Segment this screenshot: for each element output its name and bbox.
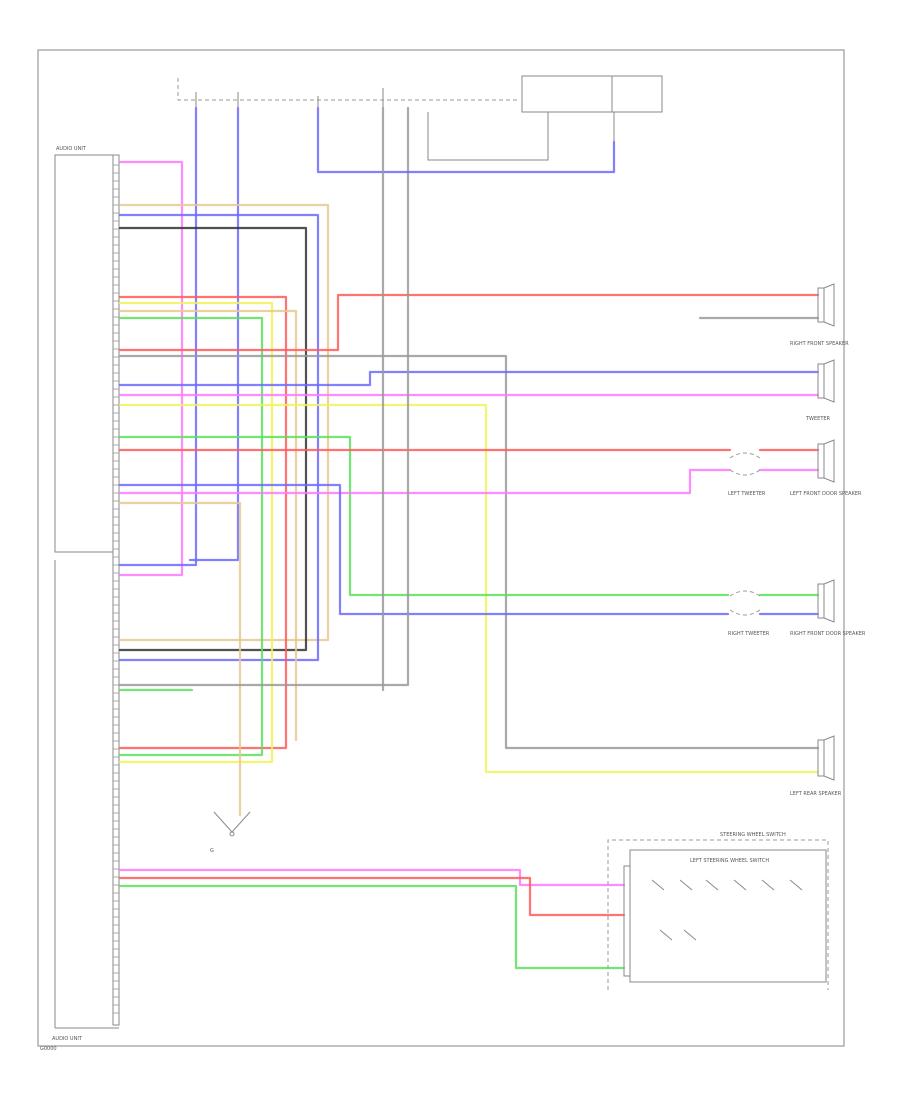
speaker-connector [817,363,825,399]
switch-connector [623,865,631,977]
switch-contact [733,879,747,891]
audio-unit-upper-block [54,154,114,553]
switch-contacts [651,879,803,941]
speaker-body [823,735,835,781]
speaker-connector [817,287,825,323]
ground-symbol [213,811,251,833]
relay-feed [427,112,549,161]
switch-assembly-outline [607,839,829,990]
switch-contact [659,929,673,941]
left-front-door-speaker: LEFT TWEETER LEFT FRONT DOOR SPEAKER [728,439,862,497]
speaker-body [823,283,835,327]
switch-contact [789,879,803,891]
wire-grey [118,354,820,750]
wire-blue [118,483,730,616]
wire-blue [118,370,820,387]
footer-code: G0000 [40,1046,57,1052]
tweeter-label: TWEETER [805,416,831,422]
wire-red [118,876,626,917]
connector-pin-ticks [113,164,119,1014]
top-fuse-area [177,75,663,161]
audio-unit-label: AUDIO UNIT [56,146,87,152]
wire-yellow [118,301,274,764]
wire-green [118,316,264,757]
ground-point [229,831,235,837]
switch-inner-box [629,849,827,983]
audio-unit-bottom-label: AUDIO UNIT [52,1036,83,1042]
speaker-body [823,359,835,403]
switch-contact [683,929,697,941]
wire-tan [118,309,298,742]
wire-black [118,226,308,652]
top-power-bus [177,78,520,101]
diagram-border [37,49,845,1047]
speaker-connector [817,583,825,619]
wire-tan [118,501,242,817]
wire-pink [118,160,184,577]
wire-grey [118,106,410,687]
right-front-door-speaker: RIGHT TWEETER RIGHT FRONT DOOR SPEAKER [728,579,866,637]
switch-inner-label: LEFT STEERING WHEEL SWITCH [690,858,769,864]
wire-tan [118,203,330,642]
wire-blue [118,106,198,567]
left-tweeter-label: LEFT TWEETER [728,491,766,497]
switch-contact [651,879,665,891]
speaker-connector [817,443,825,479]
left-front-door-speaker-label: LEFT FRONT DOOR SPEAKER [790,491,862,497]
wire-pink [118,468,732,495]
wire-yellow [118,403,820,774]
wire-harness [118,106,820,970]
steering-wheel-switch: STEERING WHEEL SWITCH LEFT STEERING WHEE… [607,832,829,990]
audio-unit: AUDIO UNIT AUDIO UNIT G0000 [40,146,120,1052]
speakers: RIGHT FRONT SPEAKER TWEETER LEFT TWEETER… [728,283,866,797]
right-tweeter-symbol [729,590,761,616]
speaker-body [823,579,835,623]
front-right-speaker: RIGHT FRONT SPEAKER [790,283,849,347]
switch-contact [705,879,719,891]
wire-blue [188,106,240,562]
wire-green [118,435,730,597]
ground-label: G [210,848,214,854]
speaker-connector [817,739,825,777]
switch-contact [679,879,693,891]
wire-red [118,293,820,352]
wire-red [118,295,288,750]
left-rear-speaker: LEFT REAR SPEAKER [790,735,842,797]
speaker-body [823,439,835,483]
switch-assembly-label: STEERING WHEEL SWITCH [720,832,786,838]
right-tweeter-label: RIGHT TWEETER [728,631,770,637]
switch-contact [761,879,775,891]
relay-box-left [521,75,613,113]
relay-box-right [611,75,663,113]
ground-junction: G [210,811,251,854]
tweeter: TWEETER [805,359,835,422]
left-rear-speaker-label: LEFT REAR SPEAKER [790,791,842,797]
left-tweeter-symbol [729,452,761,476]
right-front-door-speaker-label: RIGHT FRONT DOOR SPEAKER [790,631,866,637]
audio-unit-connector-strip [112,154,120,1026]
front-right-speaker-label: RIGHT FRONT SPEAKER [790,341,849,347]
wire-blue [316,106,616,174]
wire-green [118,884,626,970]
